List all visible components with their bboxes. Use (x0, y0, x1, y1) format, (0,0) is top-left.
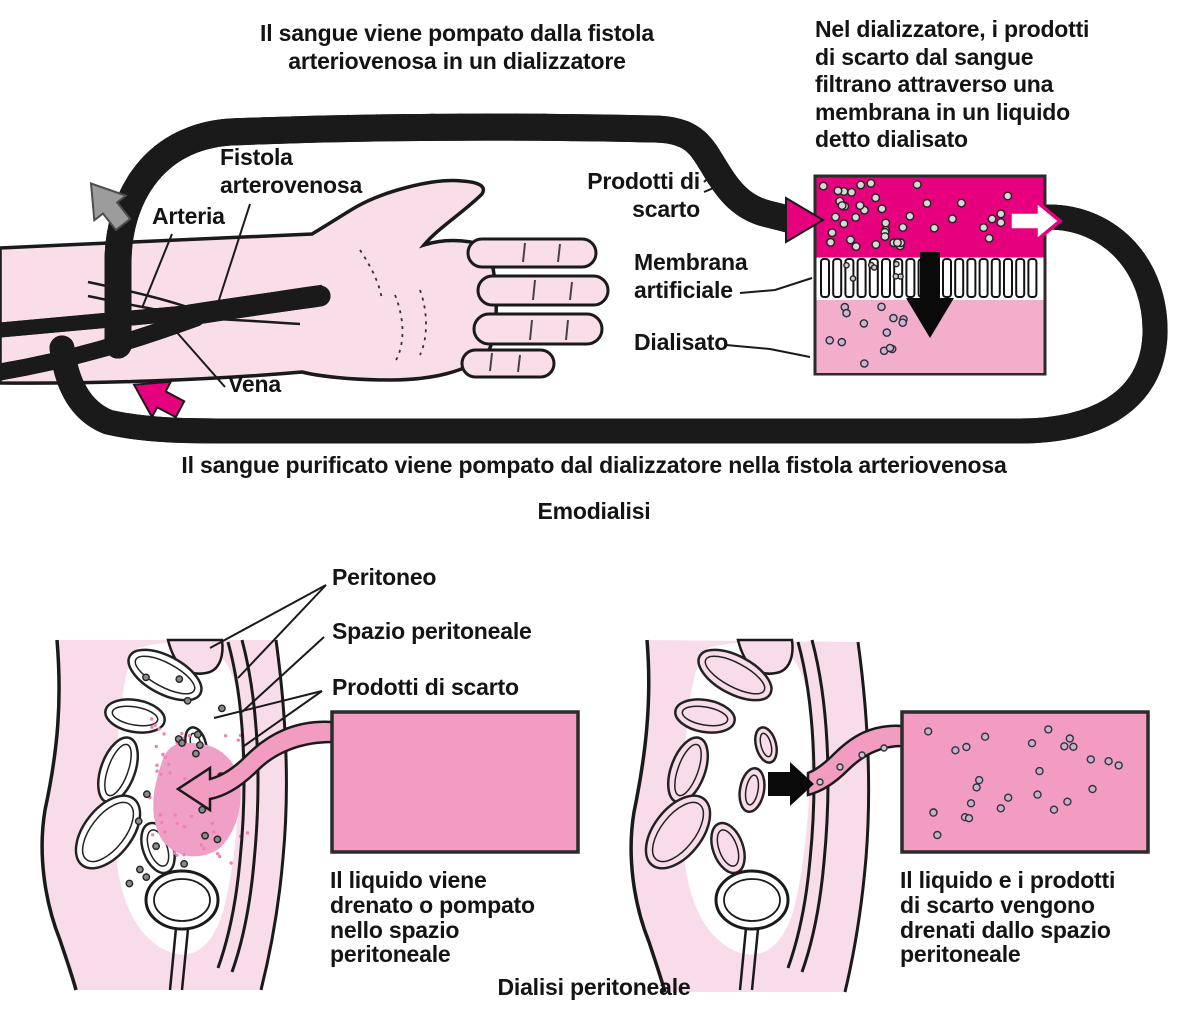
label-dialisato: Dialisato (634, 329, 729, 355)
label-prodotti-di-scarto-peritoneale: Prodotti di scarto (332, 674, 519, 700)
peritoneal-title: Dialisi peritoneale (497, 974, 691, 1000)
waste-dots-dense (818, 178, 939, 251)
vessel-lines (87, 280, 323, 326)
peritoneum-line (216, 641, 246, 969)
peritoneal-leader-lines (209, 584, 327, 747)
waste-dots-bag (924, 725, 1123, 840)
peritoneal-right-figure (629, 638, 904, 993)
index-finger (466, 237, 598, 269)
blood-out-arrow-icon (89, 182, 132, 232)
pinky-finger (460, 348, 556, 379)
dialyzer-outlet-arrow-icon (1008, 197, 1063, 245)
label-prodotti-di-scarto: Prodotti di scarto (587, 168, 700, 222)
dialyzer (785, 174, 1063, 376)
hemodialysis-caption-out: Il sangue purificato viene pompato dal d… (181, 452, 1007, 478)
blood-return-tube (49, 204, 1155, 431)
catheter-infusion-arrow (175, 720, 334, 813)
waste-dots-membrane (843, 260, 904, 282)
dialyzer-inlet-arrow-icon (785, 196, 825, 244)
middle-finger (476, 274, 610, 307)
finger-creases (489, 242, 573, 373)
hemodialysis-leader-lines (141, 162, 813, 388)
label-peritoneo: Peritoneo (332, 564, 437, 590)
dialysate-bag-clean (330, 710, 580, 854)
peritoneum-line (800, 639, 830, 973)
filtration-arrow-icon (906, 252, 954, 338)
drain-arrow-icon (768, 762, 814, 806)
hemodialysis-caption-in: Il sangue viene pompato dalla fistola ar… (260, 20, 654, 74)
label-fistola-arterovenosa: Fistola arterovenosa (220, 144, 363, 198)
hemodialysis-caption-dialyzer: Nel dializzatore, i prodotti di scarto d… (815, 16, 1090, 153)
peritoneal-caption-infuse: Il liquido viene drenato o pompato nello… (330, 867, 535, 968)
label-spazio-peritoneale: Spazio peritoneale (332, 618, 532, 644)
label-membrana-artificiale: Membrana artificiale (634, 249, 748, 303)
bladder (144, 869, 220, 991)
peritoneal-caption-drain: Il liquido e i prodotti di scarto vengon… (900, 867, 1116, 968)
label-vena: Vena (228, 371, 281, 397)
blood-return-arrow-icon (132, 380, 186, 420)
waste-dots-sparse (947, 191, 1028, 243)
waste-dots-dialysate (825, 302, 908, 368)
bladder (714, 869, 790, 991)
hemodialysis-title: Emodialisi (537, 498, 651, 524)
ring-finger (472, 312, 604, 346)
catheter-waste-dots (816, 744, 888, 786)
peritoneum-line (230, 639, 260, 973)
peritoneal-left-figure (40, 638, 334, 991)
dialysate-bag-drained (900, 710, 1150, 854)
label-arteria: Arteria (152, 203, 225, 229)
peritoneum-line (786, 641, 816, 969)
